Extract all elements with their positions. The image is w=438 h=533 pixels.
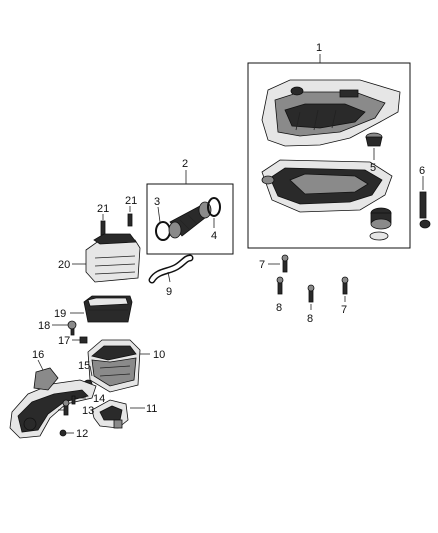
callout-3: 3	[154, 196, 160, 208]
callout-19: 19	[54, 308, 66, 320]
callout-7-right: 7	[341, 304, 347, 316]
callout-8-right: 8	[307, 313, 313, 325]
callout-1: 1	[316, 42, 322, 54]
callout-13: 13	[82, 405, 94, 417]
callout-21-right: 21	[125, 195, 137, 207]
stud-8-right[interactable]	[307, 284, 315, 303]
group-box-2	[146, 183, 234, 255]
screw-14[interactable]	[71, 395, 76, 405]
air-duct-16[interactable]	[9, 367, 97, 439]
callout-15: 15	[78, 360, 90, 372]
callout-5: 5	[370, 162, 376, 174]
callout-8-left: 8	[276, 302, 282, 314]
callout-11: 11	[146, 403, 157, 415]
group-box-1	[247, 62, 411, 249]
stud-7-left[interactable]	[281, 254, 289, 273]
callout-21-left: 21	[97, 203, 109, 215]
engine-cover-tray[interactable]	[261, 159, 393, 213]
callout-17: 17	[58, 335, 70, 347]
screw-13[interactable]	[62, 399, 70, 416]
callout-10: 10	[153, 349, 165, 361]
tube-seal[interactable]	[369, 207, 392, 241]
vent-hose-9[interactable]	[148, 254, 194, 284]
air-cleaner-cover[interactable]	[85, 233, 141, 283]
nut-12[interactable]	[59, 429, 67, 437]
callout-4: 4	[211, 230, 217, 242]
callout-9: 9	[166, 286, 172, 298]
bolt-6[interactable]	[419, 191, 431, 229]
callout-14: 14	[93, 393, 105, 405]
bracket-11[interactable]	[91, 399, 129, 429]
screw-18[interactable]	[67, 320, 77, 336]
callout-2: 2	[182, 158, 188, 170]
callout-7-left: 7	[259, 259, 265, 271]
air-inlet-hose[interactable]	[168, 201, 212, 239]
clip-17[interactable]	[79, 336, 88, 344]
callout-12: 12	[76, 428, 88, 440]
air-box-base[interactable]	[87, 339, 141, 393]
air-filter-element[interactable]	[83, 295, 133, 323]
callout-18: 18	[38, 320, 50, 332]
bolt-21-left[interactable]	[100, 220, 106, 236]
stud-7-right[interactable]	[341, 276, 349, 295]
grommet-5[interactable]	[365, 132, 383, 147]
callout-16: 16	[32, 349, 44, 361]
clamp-3[interactable]	[155, 221, 171, 241]
stud-8-left[interactable]	[276, 276, 284, 295]
bolt-21-right[interactable]	[127, 213, 133, 227]
callout-20: 20	[58, 259, 70, 271]
callout-6: 6	[419, 165, 425, 177]
clamp-4[interactable]	[207, 197, 221, 217]
engine-cover[interactable]	[261, 79, 401, 147]
